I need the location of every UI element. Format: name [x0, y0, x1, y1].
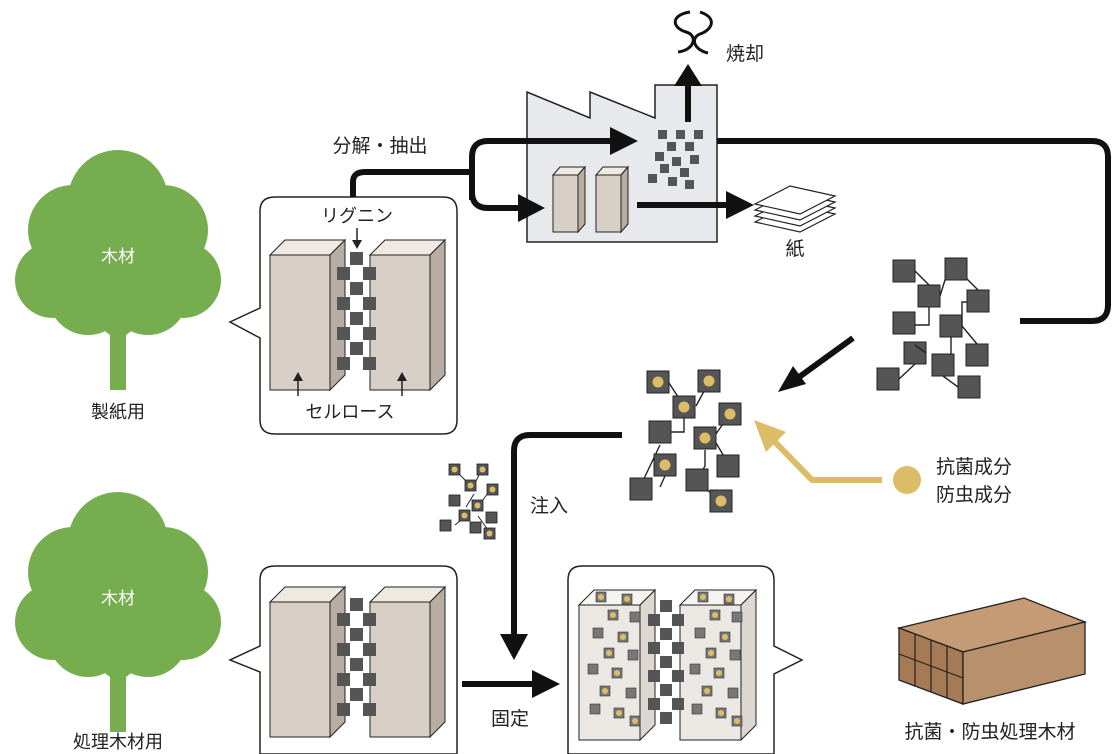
- insect-proof-label: 防虫成分: [936, 484, 1012, 506]
- paper-stack-icon: [753, 185, 837, 233]
- arrow-injection-route: [500, 432, 622, 660]
- tree-top: 木材 製紙用: [15, 150, 221, 423]
- antibacterial-label: 抗菌成分: [936, 456, 1012, 478]
- paper-use-label: 製紙用: [91, 402, 145, 423]
- treated-wood-bubble: [567, 565, 804, 754]
- arrow-to-combination: [778, 335, 855, 392]
- cellulose-label: セルロース: [305, 402, 394, 423]
- wood-structure-bubble-top: リグニン セルロース: [228, 196, 458, 435]
- treated-particles-left: [587, 591, 641, 727]
- cellulose-block-right: [368, 238, 447, 392]
- cellulose-block-bottom-right: [368, 585, 447, 739]
- lignin-chain-bottom: [337, 598, 376, 716]
- factory-cellulose-2: [594, 165, 630, 234]
- incineration-label: 焼却: [726, 43, 764, 65]
- decompose-extract-label: 分解・抽出: [332, 135, 427, 157]
- arrow-decompose-route: [350, 138, 615, 211]
- arrow-lignin-return-route: [717, 138, 1111, 324]
- arrow-active-components: [754, 420, 921, 494]
- cellulose-block-left: [268, 238, 347, 392]
- factory-cellulose-1: [551, 165, 587, 234]
- lignin-chain-top: [337, 252, 376, 370]
- extracted-lignin-bonds: [898, 270, 979, 388]
- treated-lignin-chain: [648, 600, 684, 724]
- result-label: 抗菌・防虫処理木材: [904, 721, 1075, 743]
- arrow-head-to-cellulose: [518, 194, 545, 222]
- arrow-to-paper: [637, 191, 754, 219]
- injection-label: 注入: [530, 495, 568, 517]
- extracted-lignin-large: [876, 257, 990, 399]
- smoke-icon: [673, 10, 713, 55]
- active-component-dot: [893, 466, 921, 494]
- tree-bottom-label: 木材: [101, 589, 135, 609]
- arrow-head-to-lignin: [610, 127, 638, 155]
- lignin-label: リグニン: [321, 206, 393, 227]
- treated-use-label: 処理木材用: [73, 732, 163, 753]
- treated-particles-right: [689, 591, 743, 727]
- combined-molecule: [629, 369, 742, 513]
- small-combined-molecule: [439, 463, 499, 540]
- arrow-fixation: [462, 670, 560, 698]
- factory-lignin: [648, 130, 703, 189]
- tree-top-label: 木材: [101, 247, 135, 267]
- cellulose-block-bottom-left: [268, 585, 347, 739]
- arrow-up-incineration: [674, 64, 702, 122]
- fixation-label: 固定: [491, 708, 529, 730]
- tree-bottom: 木材 処理木材用: [15, 492, 221, 753]
- treated-wood-plank: [896, 597, 1088, 705]
- paper-label: 紙: [785, 238, 804, 260]
- wood-structure-bubble-bottom: [228, 565, 458, 754]
